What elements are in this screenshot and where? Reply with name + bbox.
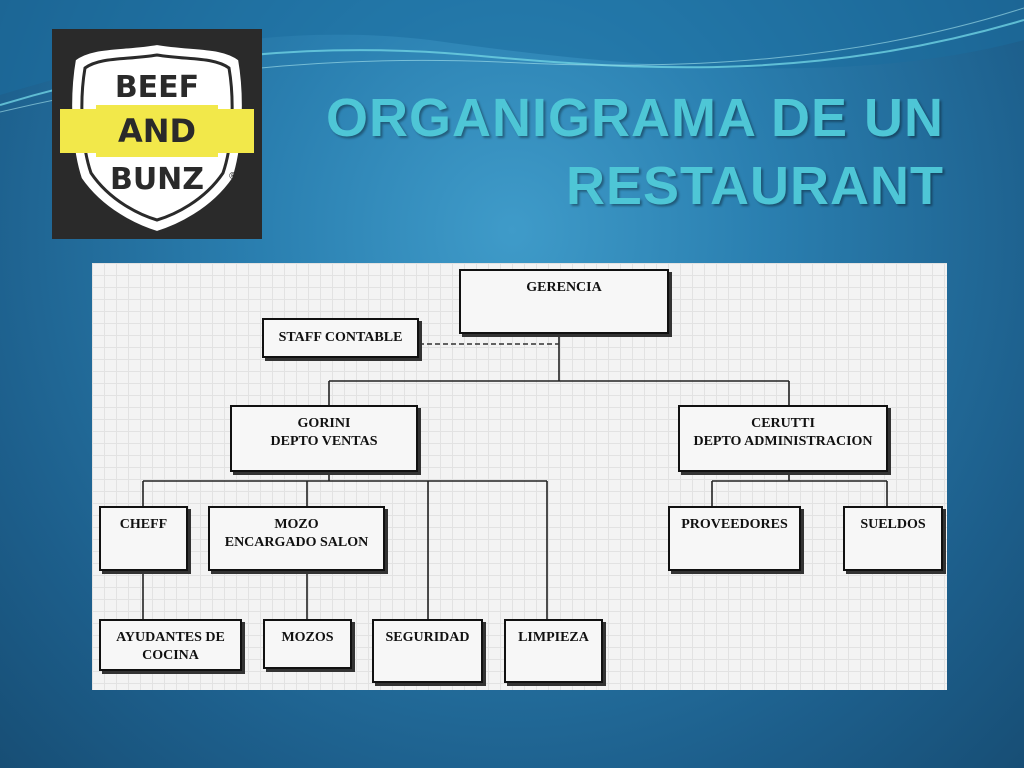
node-sueldos: SUELDOS	[843, 506, 943, 571]
node-seguridad-label: SEGURIDAD	[385, 630, 470, 645]
node-limpieza-label: LIMPIEZA	[518, 630, 589, 645]
node-mozo-encargado-salon: MOZO ENCARGADO SALON	[208, 506, 385, 571]
node-gerencia-label: GERENCIA	[526, 280, 602, 295]
node-mozos-label: MOZOS	[281, 630, 334, 645]
logo-text-and: AND	[118, 112, 196, 150]
beef-and-bunz-logo: BEEF AND BUNZ ®	[52, 29, 262, 239]
node-ayudantes-de-cocina: AYUDANTES DE COCINA	[99, 619, 242, 671]
node-mozo-title: MOZO	[274, 517, 319, 532]
slide-title-line-2: RESTAURANT	[566, 156, 944, 216]
logo-text-bunz: BUNZ	[110, 162, 204, 197]
node-ayudantes-line2: COCINA	[142, 648, 199, 663]
node-gorini-depto-ventas: GORINI DEPTO VENTAS	[230, 405, 418, 472]
node-staff-contable-label: STAFF CONTABLE	[278, 330, 403, 345]
node-mozos: MOZOS	[263, 619, 352, 669]
node-proveedores-label: PROVEEDORES	[681, 517, 788, 532]
slide-title-line-1: ORGANIGRAMA DE UN	[326, 88, 944, 148]
node-proveedores: PROVEEDORES	[668, 506, 801, 571]
node-sueldos-label: SUELDOS	[860, 517, 926, 532]
node-gerencia: GERENCIA	[459, 269, 669, 334]
node-gorini-dept: DEPTO VENTAS	[270, 434, 378, 449]
node-staff-contable: STAFF CONTABLE	[262, 318, 419, 358]
node-limpieza: LIMPIEZA	[504, 619, 603, 683]
node-ayudantes-line1: AYUDANTES DE	[116, 630, 225, 645]
node-cheff: CHEFF	[99, 506, 188, 571]
node-cerutti-depto-administracion: CERUTTI DEPTO ADMINISTRACION	[678, 405, 888, 472]
logo-text-beef: BEEF	[115, 70, 199, 105]
logo-registered-mark: ®	[228, 171, 238, 182]
org-chart: GERENCIA STAFF CONTABLE GORINI DEPTO VEN…	[92, 263, 947, 690]
node-gorini-name: GORINI	[297, 416, 351, 431]
node-mozo-role: ENCARGADO SALON	[224, 535, 369, 550]
node-cerutti-name: CERUTTI	[751, 416, 815, 431]
node-cheff-label: CHEFF	[119, 517, 168, 532]
node-seguridad: SEGURIDAD	[372, 619, 483, 683]
org-chart-connectors	[142, 334, 888, 619]
node-cerutti-dept: DEPTO ADMINISTRACION	[693, 434, 873, 449]
